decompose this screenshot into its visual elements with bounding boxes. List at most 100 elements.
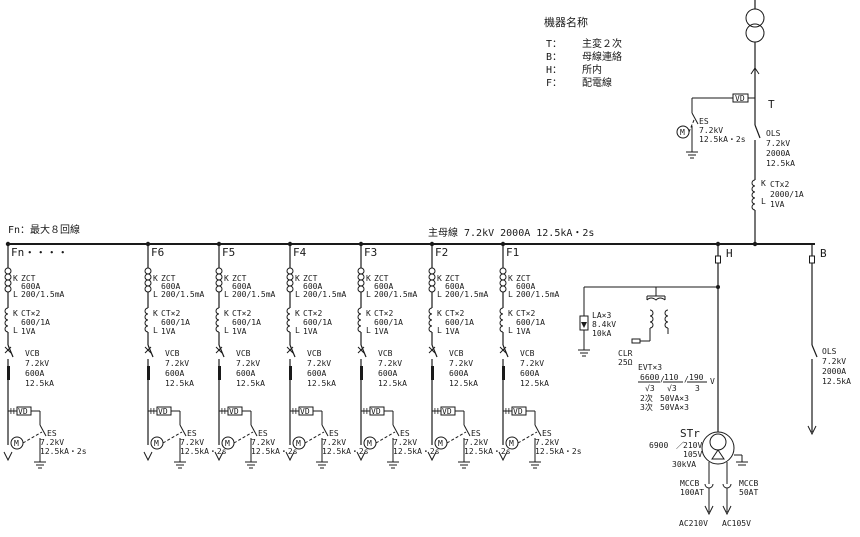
es-switch-icon — [321, 424, 329, 437]
feeder-tag: F1 — [506, 246, 519, 259]
ct-coil-icon — [286, 307, 291, 333]
vcb-current: 600A — [25, 369, 44, 378]
es-switch-icon — [392, 424, 400, 437]
svg-text:／: ／ — [676, 441, 684, 450]
es-withstand: 12.5kA・2s — [393, 447, 440, 456]
legend-name-h: 所内 — [582, 63, 602, 76]
mccb-50-icon — [722, 483, 732, 489]
es-label: ES — [471, 429, 481, 438]
es-withstand: 12.5kA・2s — [535, 447, 582, 456]
vcb-switch-icon — [360, 344, 367, 358]
zct-coil-icon — [147, 267, 152, 293]
ct-label: CT×2 — [303, 309, 322, 318]
l-mark: L — [295, 290, 300, 299]
svg-text:2次: 2次 — [640, 393, 653, 403]
svg-text:ES: ES — [699, 117, 709, 126]
incomer-t: VD T M ES 7.2kV 12.5kA・2s OLS 7.2kV 2000… — [676, 0, 804, 247]
breaker-body-icon — [218, 366, 221, 380]
es-withstand: 12.5kA・2s — [40, 447, 87, 456]
fuse-icon — [809, 255, 815, 264]
k-mark: K — [153, 274, 158, 283]
vcb-current: 600A — [520, 369, 539, 378]
vcb-breaking: 12.5kA — [165, 379, 194, 388]
l-mark: L — [295, 326, 300, 335]
vcb-voltage: 7.2kV — [236, 359, 260, 368]
vcb-switch-icon — [502, 344, 509, 358]
zct-coil-icon — [431, 267, 436, 293]
ct-coil-icon — [357, 307, 362, 333]
k-mark: K — [366, 309, 371, 318]
ols-switch-icon — [754, 124, 761, 139]
ct-burden: 1VA — [445, 327, 460, 336]
svg-text:50VA×3: 50VA×3 — [660, 403, 689, 412]
zct-rating: 600A — [161, 282, 180, 291]
vcb-label: VCB — [25, 349, 40, 358]
svg-text:VD: VD — [735, 94, 745, 103]
es-withstand: 12.5kA・2s — [251, 447, 298, 456]
svg-text:7.2kV: 7.2kV — [822, 357, 846, 366]
svg-text:6900: 6900 — [649, 441, 668, 450]
vcb-voltage: 7.2kV — [378, 359, 402, 368]
vcb-current: 600A — [165, 369, 184, 378]
zct-label: ZCT — [161, 274, 176, 283]
k-mark: K — [437, 274, 442, 283]
svg-text:2000/1A: 2000/1A — [770, 190, 804, 199]
l-mark: L — [366, 326, 371, 335]
ct-label: CT×2 — [516, 309, 535, 318]
vcb-switch-icon — [218, 344, 225, 358]
feeder-tag: Fn・・・・ — [11, 246, 68, 259]
motor-label: M — [14, 439, 19, 448]
feeder-tag: F6 — [151, 246, 164, 259]
svg-text:/: / — [684, 375, 689, 384]
vcb-breaking: 12.5kA — [236, 379, 265, 388]
delta-winding-icon — [711, 449, 725, 460]
svg-text:30kVA: 30kVA — [672, 460, 696, 469]
arrow-down-icon — [704, 505, 714, 516]
feeder-group: Fn・・・・KLZCT600A200/1.5mAKLCT×2600/1A1VAV… — [3, 241, 582, 469]
zct-rating: 600A — [445, 282, 464, 291]
l-mark: L — [13, 326, 18, 335]
ct-label: CT×2 — [232, 309, 251, 318]
tie-tag: B — [820, 247, 827, 260]
svg-text:8.4kV: 8.4kV — [592, 320, 616, 329]
svg-text:12.5kA・2s: 12.5kA・2s — [699, 135, 746, 144]
vd-label: VD — [18, 407, 28, 416]
k-mark: K — [295, 274, 300, 283]
ct-label: CT×2 — [445, 309, 464, 318]
zct-coil-icon — [289, 267, 294, 293]
svg-text:OLS: OLS — [766, 129, 781, 138]
k-mark: K — [224, 274, 229, 283]
arrow-down-icon — [214, 451, 224, 462]
feeder-tag: F5 — [222, 246, 235, 259]
arrow-down-icon — [285, 451, 295, 462]
es-switch-icon — [691, 112, 699, 125]
zct-label: ZCT — [516, 274, 531, 283]
es-switch-icon — [179, 424, 187, 437]
es-switch-icon — [39, 424, 47, 437]
k-mark: K — [437, 309, 442, 318]
ct-coil-icon — [144, 307, 149, 333]
svg-text:25Ω: 25Ω — [618, 358, 633, 367]
vcb-label: VCB — [520, 349, 535, 358]
ct-ratio: 600/1A — [161, 318, 190, 327]
evt-title: EVT×3 — [638, 363, 662, 372]
l-mark: L — [508, 290, 513, 299]
feeder-tag: F3 — [364, 246, 377, 259]
k-mark: K — [153, 309, 158, 318]
ct-ratio: 600/1A — [232, 318, 261, 327]
svg-text:190: 190 — [689, 373, 704, 382]
ct-ratio: 600/1A — [445, 318, 474, 327]
vd-label: VD — [229, 407, 239, 416]
es-voltage: 7.2kV — [322, 438, 346, 447]
zct-ratio: 200/1.5mA — [161, 290, 205, 299]
svg-text:M: M — [680, 128, 685, 137]
zct-rating: 600A — [303, 282, 322, 291]
breaker-body-icon — [7, 366, 10, 380]
vcb-label: VCB — [307, 349, 322, 358]
es-withstand: 12.5kA・2s — [464, 447, 511, 456]
zct-coil-icon — [502, 267, 507, 293]
vcb-label: VCB — [165, 349, 180, 358]
zct-ratio: 200/1.5mA — [21, 290, 65, 299]
es-label: ES — [329, 429, 339, 438]
incomer-tag: T — [768, 98, 775, 111]
